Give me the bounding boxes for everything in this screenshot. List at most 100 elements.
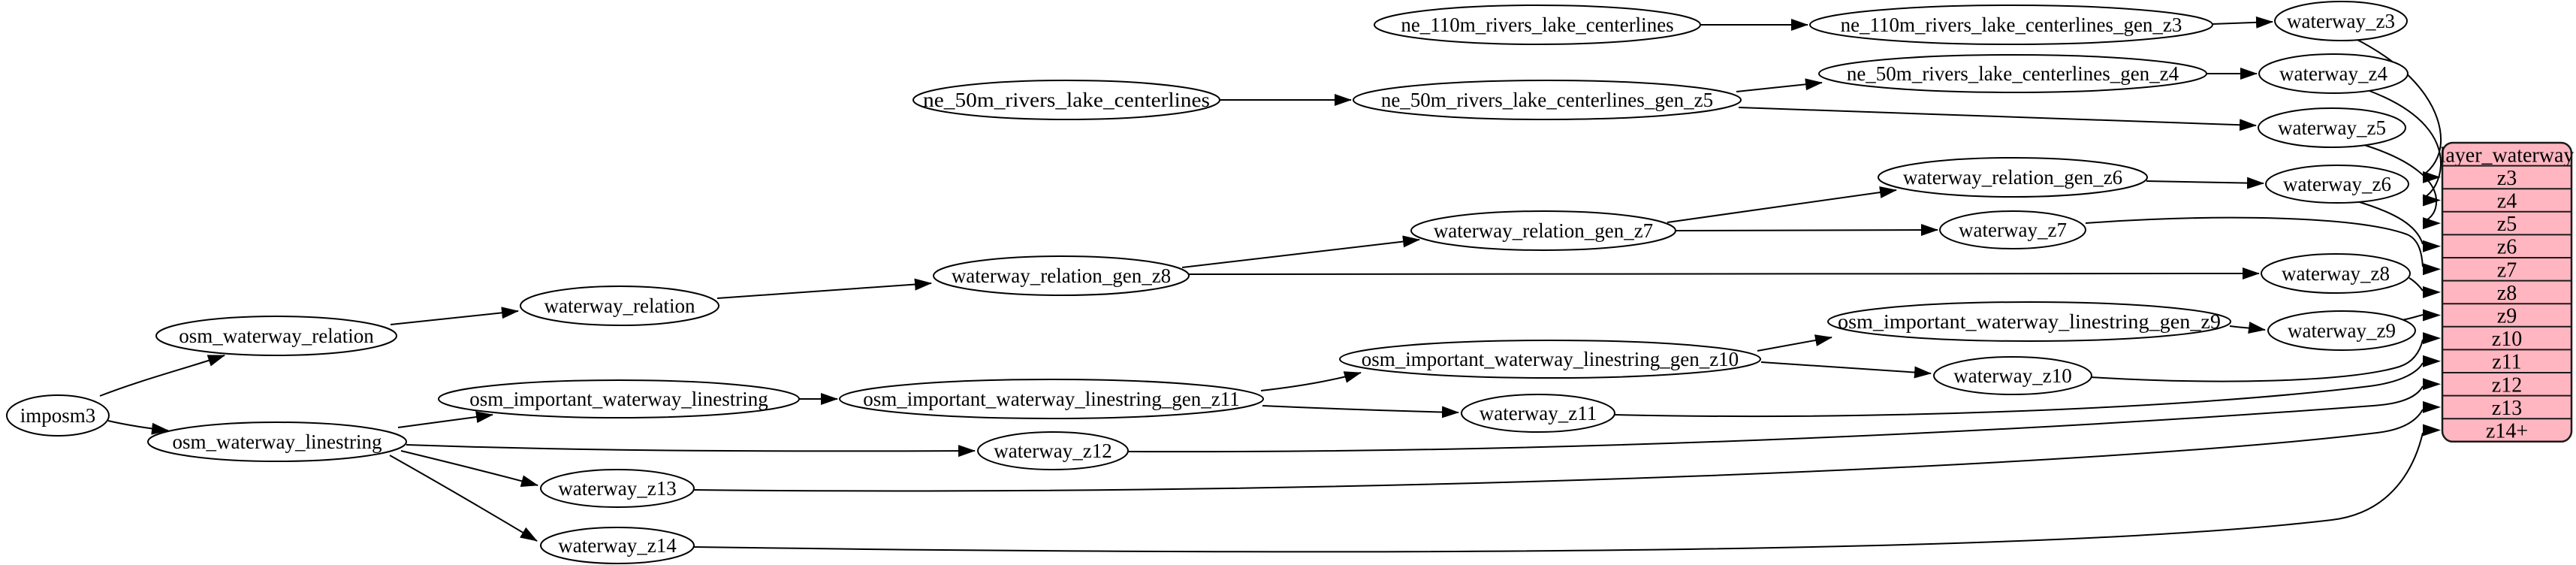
- table-row-z14plus: z14+: [2486, 420, 2528, 443]
- table-row-z12: z12: [2492, 373, 2522, 397]
- node-osm_waterway_linestring: osm_waterway_linestring: [147, 421, 407, 462]
- edge-osm_waterway_linestring-to-waterway_z12: [406, 444, 976, 458]
- edge-ne_110m_rivers_lake_centerlines_gen_z3-to-waterway_z3: [2212, 16, 2273, 29]
- node-osm_important_waterway_linestring_gen_z9: osm_important_waterway_linestring_gen_z9: [1827, 301, 2231, 342]
- table-row-z7: z7: [2497, 258, 2517, 282]
- edge-waterway_z14-to-layer_waterway-z14plus: [692, 432, 2424, 553]
- arrow-head-z7: [2423, 263, 2441, 276]
- node-label: waterway_z7: [1959, 219, 2067, 241]
- node-osm_important_waterway_linestring_gen_z11: osm_important_waterway_linestring_gen_z1…: [839, 379, 1264, 419]
- node-label: ne_110m_rivers_lake_centerlines_gen_z3: [1841, 14, 2182, 36]
- node-ne_50m_rivers_lake_centerlines_gen_z5: ne_50m_rivers_lake_centerlines_gen_z5: [1353, 80, 1742, 120]
- edge-waterway_relation_gen_z7-to-waterway_relation_gen_z6: [1667, 186, 1897, 223]
- table-row-z4: z4: [2497, 190, 2517, 213]
- node-label: ne_50m_rivers_lake_centerlines: [923, 89, 1210, 111]
- node-waterway_z4: waterway_z4: [2258, 53, 2409, 94]
- node-label: ne_50m_rivers_lake_centerlines_gen_z4: [1847, 62, 2179, 85]
- node-label: waterway_z12: [994, 440, 1112, 462]
- node-osm_important_waterway_linestring_gen_z10: osm_important_waterway_linestring_gen_z1…: [1339, 340, 1761, 379]
- node-waterway_relation: waterway_relation: [520, 286, 719, 326]
- node-waterway_z6: waterway_z6: [2265, 165, 2409, 204]
- node-label: waterway_relation: [544, 295, 695, 317]
- table-row-z13: z13: [2492, 397, 2522, 420]
- node-label: osm_important_waterway_linestring: [469, 388, 768, 410]
- edge-osm_waterway_linestring-to-waterway_z13: [400, 450, 538, 487]
- edge-waterway_z13-to-layer_waterway-z13: [692, 409, 2424, 492]
- edges-layer: [99, 16, 2442, 553]
- edge-ne_50m_rivers_lake_centerlines_gen_z5-to-ne_50m_rivers_lake_centerlines_gen_z4: [1736, 78, 1823, 92]
- edge-osm_important_waterway_linestring_gen_z10-to-osm_important_waterway_linestring_gen_z9: [1757, 334, 1832, 352]
- node-waterway_relation_gen_z6: waterway_relation_gen_z6: [1878, 157, 2148, 198]
- edge-waterway_z7-to-layer_waterway-z7: [2085, 216, 2424, 267]
- table-row-z10: z10: [2492, 328, 2522, 351]
- edge-imposm3-to-osm_waterway_linestring: [107, 420, 169, 435]
- node-label: osm_important_waterway_linestring_gen_z1…: [863, 388, 1239, 410]
- edge-waterway_relation_gen_z8-to-waterway_relation_gen_z7: [1181, 235, 1420, 268]
- node-label: osm_important_waterway_linestring_gen_z1…: [1362, 348, 1739, 370]
- edge-waterway_relation_gen_z7-to-waterway_z7: [1675, 224, 1938, 237]
- node-label: waterway_relation_gen_z6: [1903, 166, 2122, 189]
- node-label: waterway_z6: [2283, 173, 2391, 195]
- edge-waterway_z6-to-layer_waterway-z6: [2354, 200, 2424, 245]
- table-row-z6: z6: [2497, 236, 2517, 259]
- table-row-z9: z9: [2497, 305, 2517, 328]
- node-label: waterway_z3: [2287, 10, 2395, 32]
- arrow-head-z13: [2423, 400, 2441, 413]
- arrow-head-z5: [2423, 217, 2441, 230]
- node-label: ne_110m_rivers_lake_centerlines: [1401, 14, 1673, 36]
- arrow-head-z8: [2423, 286, 2441, 298]
- edge-osm_important_waterway_linestring_gen_z10-to-waterway_z10: [1760, 361, 1932, 379]
- node-waterway_z11: waterway_z11: [1461, 394, 1615, 433]
- node-waterway_z7: waterway_z7: [1939, 210, 2086, 249]
- node-ne_50m_rivers_lake_centerlines: ne_50m_rivers_lake_centerlines: [912, 80, 1220, 120]
- edge-osm_important_waterway_linestring_gen_z11-to-waterway_z11: [1262, 405, 1459, 418]
- arrow-head-z11: [2423, 355, 2441, 367]
- node-label: osm_waterway_relation: [179, 325, 374, 347]
- arrow-head-z9: [2423, 309, 2441, 322]
- node-waterway_z13: waterway_z13: [540, 469, 695, 508]
- node-ne_50m_rivers_lake_centerlines_gen_z4: ne_50m_rivers_lake_centerlines_gen_z4: [1818, 54, 2207, 93]
- table-row-z11: z11: [2492, 351, 2521, 374]
- node-waterway_z12: waterway_z12: [977, 431, 1129, 470]
- arrow-head-z14plus: [2423, 424, 2441, 437]
- edge-osm_important_waterway_linestring_gen_z9-to-waterway_z9: [2229, 322, 2266, 334]
- edge-osm_important_waterway_linestring_gen_z11-to-osm_important_waterway_linestring_gen_z10: [1260, 371, 1362, 391]
- edge-waterway_relation_gen_z6-to-waterway_z6: [2146, 177, 2264, 189]
- node-osm_important_waterway_linestring: osm_important_waterway_linestring: [438, 379, 800, 418]
- arrow-head-z3: [2423, 171, 2441, 183]
- table-body: [2441, 141, 2573, 443]
- edge-waterway_z9-to-layer_waterway-z9: [2401, 314, 2424, 321]
- edge-waterway_z5-to-layer_waterway-z5: [2363, 144, 2438, 222]
- table-layer-waterway: layer_waterwayz3z4z5z6z7z8z9z10z11z12z13…: [2440, 141, 2574, 443]
- arrow-head-z12: [2423, 378, 2441, 391]
- node-waterway_relation_gen_z8: waterway_relation_gen_z8: [933, 255, 1190, 296]
- node-waterway_z3: waterway_z3: [2274, 1, 2408, 41]
- node-label: waterway_z8: [2282, 262, 2390, 285]
- node-ne_110m_rivers_lake_centerlines_gen_z3: ne_110m_rivers_lake_centerlines_gen_z3: [1809, 5, 2213, 45]
- node-label: waterway_z14: [558, 534, 677, 557]
- edge-waterway_z11-to-layer_waterway-z11: [1613, 362, 2424, 417]
- node-waterway_z5: waterway_z5: [2258, 107, 2406, 148]
- table-header: layer_waterway: [2440, 144, 2574, 167]
- node-ne_110m_rivers_lake_centerlines: ne_110m_rivers_lake_centerlines: [1374, 5, 1701, 45]
- arrow-head-z6: [2423, 240, 2441, 252]
- node-waterway_relation_gen_z7: waterway_relation_gen_z7: [1410, 210, 1676, 251]
- node-label: waterway_z11: [1480, 402, 1597, 425]
- node-label: imposm3: [20, 404, 96, 427]
- edge-osm_waterway_linestring-to-osm_important_waterway_linestring: [397, 411, 493, 428]
- node-waterway_z14: waterway_z14: [540, 527, 695, 564]
- node-label: osm_important_waterway_linestring_gen_z9: [1838, 310, 2221, 333]
- node-label: waterway_z9: [2288, 319, 2396, 342]
- node-label: ne_50m_rivers_lake_centerlines_gen_z5: [1381, 89, 1713, 111]
- edge-waterway_relation_gen_z8-to-waterway_z8: [1188, 267, 2260, 280]
- arrow-head-z4: [2423, 194, 2441, 207]
- node-label: waterway_z10: [1953, 364, 2071, 387]
- node-osm_waterway_relation: osm_waterway_relation: [155, 316, 397, 356]
- node-label: waterway_relation_gen_z8: [952, 264, 1171, 287]
- edge-ne_50m_rivers_lake_centerlines_gen_z5-to-waterway_z5: [1738, 107, 2257, 131]
- table-row-z3: z3: [2497, 167, 2517, 190]
- node-imposm3: imposm3: [6, 394, 110, 437]
- node-waterway_z10: waterway_z10: [1933, 356, 2092, 395]
